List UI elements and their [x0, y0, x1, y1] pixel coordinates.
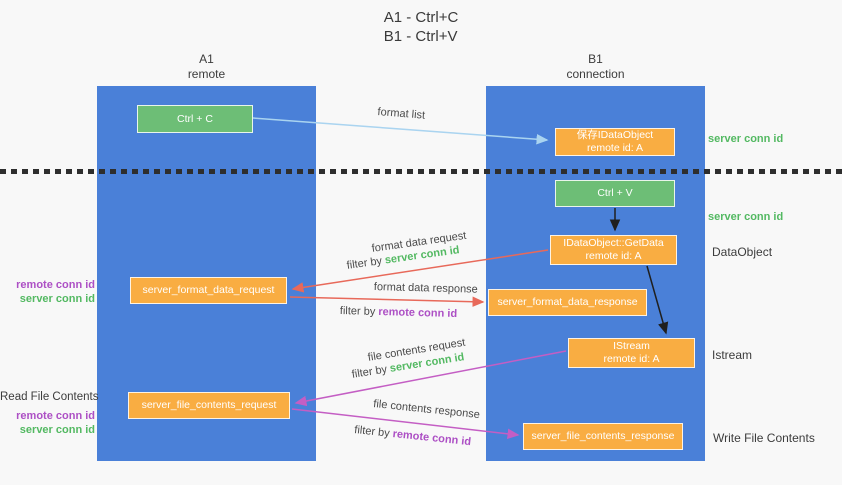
remote-conn-id-text: remote conn id	[16, 410, 95, 422]
lane-b1-subtitle: connection	[566, 67, 625, 81]
node-server-file-contents-request: server_file_contents_request	[128, 392, 290, 419]
session-separator-line	[0, 169, 842, 174]
read-file-contents-label: Read File Contents	[0, 391, 99, 403]
node-server-file-contents-response: server_file_contents_response	[523, 423, 683, 450]
lane-a1-title: A1	[199, 52, 214, 66]
side-conn-ids-format: remote conn id server conn id	[0, 278, 95, 306]
side-server-conn-id-top: server conn id	[708, 133, 784, 145]
node-ctrl-v-label: Ctrl + V	[597, 187, 633, 199]
side-write-file-contents-label: Write File Contents	[713, 431, 815, 445]
filter-by-text: filter by	[353, 424, 391, 440]
node-server-format-data-request-label: server_format_data_request	[142, 284, 275, 296]
remote-conn-id-text: remote conn id	[16, 279, 95, 291]
server-conn-id-text: server conn id	[19, 293, 95, 305]
lane-header-a1: A1 remote	[97, 52, 316, 82]
node-istream: IStream remote id: A	[568, 338, 695, 368]
title-line-a1: A1 - Ctrl+C	[383, 9, 459, 26]
side-dataobject-label: DataObject	[712, 245, 773, 259]
node-istream-line1: IStream	[613, 340, 650, 352]
filter-by-text: filter by	[351, 363, 388, 381]
remote-conn-id-text: remote conn id	[392, 428, 472, 449]
arrow-format-data-response	[289, 296, 485, 307]
side-istream-label: Istream	[712, 348, 753, 362]
lane-header-b1: B1 connection	[486, 52, 705, 82]
label-format-list: format list	[377, 106, 426, 122]
label-file-contents-response: file contents response	[372, 398, 481, 422]
title-line-b1: B1 - Ctrl+V	[383, 28, 458, 45]
node-save-dataobject-line2: remote id: A	[586, 142, 644, 154]
node-getdata: IDataObject::GetData remote id: A	[550, 235, 677, 265]
lane-a1-subtitle: remote	[187, 67, 226, 81]
node-save-dataobject: 保存IDataObject remote id: A	[555, 128, 675, 156]
node-server-format-data-response: server_format_data_response	[488, 289, 647, 316]
node-server-format-data-response-label: server_format_data_response	[497, 296, 638, 308]
node-getdata-line2: remote id: A	[585, 250, 642, 262]
node-ctrl-c: Ctrl + C	[137, 105, 253, 133]
node-server-file-contents-response-label: server_file_contents_response	[531, 430, 675, 442]
label-format-data-response: format data response	[373, 281, 478, 296]
node-ctrl-v: Ctrl + V	[555, 180, 675, 207]
lane-b1-title: B1	[588, 52, 603, 66]
node-server-format-data-request: server_format_data_request	[130, 277, 287, 304]
side-server-conn-id-mid: server conn id	[708, 211, 784, 223]
side-read-file-contents: Read File Contents remote conn id server…	[0, 390, 99, 437]
filter-by-text: filter by	[339, 305, 376, 318]
node-ctrl-c-label: Ctrl + C	[177, 112, 213, 125]
node-istream-line2: remote id: A	[603, 353, 660, 365]
remote-conn-id-text: remote conn id	[378, 306, 458, 321]
diagram-title: A1 - Ctrl+C B1 - Ctrl+V	[0, 8, 842, 46]
node-server-file-contents-request-label: server_file_contents_request	[141, 399, 277, 411]
filter-by-text: filter by	[346, 255, 383, 272]
node-getdata-line1: IDataObject::GetData	[563, 237, 664, 249]
node-save-dataobject-line1: 保存IDataObject	[576, 129, 654, 141]
server-conn-id-text: server conn id	[19, 424, 95, 436]
